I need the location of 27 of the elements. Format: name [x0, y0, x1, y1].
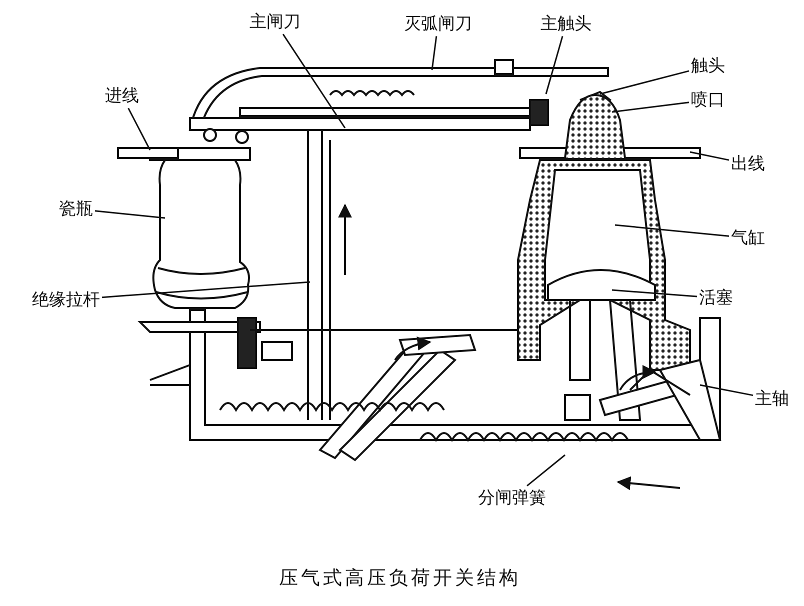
leader-line: [700, 384, 754, 396]
leader-line: [545, 36, 564, 94]
part-label: 灭弧闸刀: [404, 14, 472, 34]
leader-line: [526, 454, 566, 486]
part-label: 进线: [105, 86, 139, 106]
part-label: 触头: [691, 56, 725, 76]
leader-line: [690, 151, 730, 161]
leader-line: [102, 281, 310, 298]
part-label: 喷口: [691, 90, 725, 110]
part-label: 活塞: [699, 288, 733, 308]
leader-line: [612, 289, 698, 298]
part-label: 瓷瓶: [59, 198, 93, 220]
part-label: 绝缘拉杆: [32, 290, 100, 310]
part-label: 主闸刀: [250, 12, 300, 32]
caption: 压气式高压负荷开关结构: [279, 566, 521, 591]
part-label: 分闸弹簧: [478, 488, 546, 508]
leader-line: [614, 224, 730, 237]
part-label: 主触头: [540, 14, 592, 34]
part-label: 气缸: [731, 228, 765, 248]
leader-line: [94, 210, 166, 219]
leader-line: [282, 34, 346, 128]
leader-line: [128, 108, 151, 150]
part-label: 出线: [731, 154, 765, 174]
part-label: 主轴: [755, 388, 789, 410]
leader-line: [612, 102, 690, 113]
leader-line: [431, 36, 438, 70]
leader-line: [600, 70, 690, 95]
